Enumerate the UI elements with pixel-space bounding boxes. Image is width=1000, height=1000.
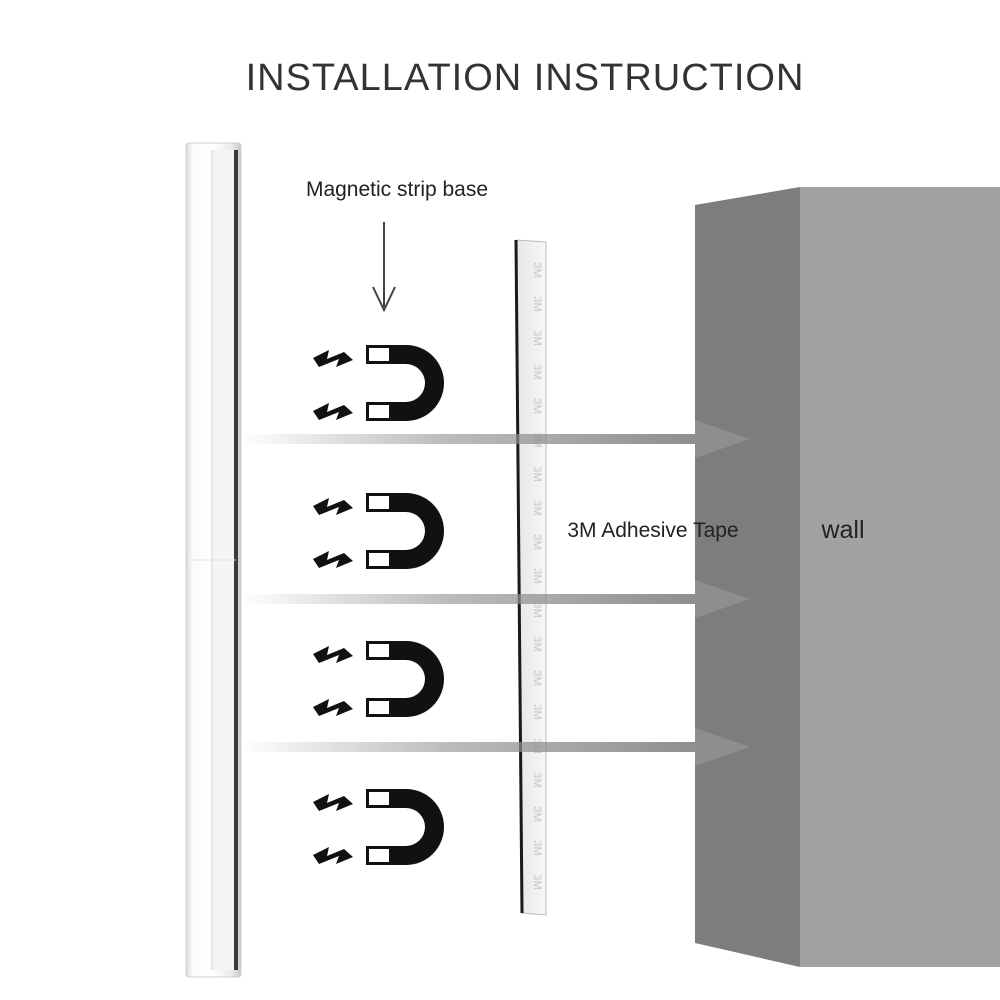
tape-print-mark: 3M bbox=[531, 466, 543, 481]
tape-print-mark: 3M bbox=[531, 500, 543, 515]
zigzag-icon bbox=[313, 350, 353, 367]
tape-print-mark: 3M bbox=[531, 840, 543, 855]
arrow-right-icon bbox=[240, 580, 750, 618]
tape-print-mark: 3M bbox=[531, 874, 543, 889]
tape-print-mark: 3M bbox=[531, 806, 543, 821]
tape-print-mark: 3M bbox=[531, 670, 543, 685]
wall-label: wall bbox=[820, 516, 864, 544]
arrow-right-icon bbox=[240, 728, 750, 766]
tape-print-mark: 3M bbox=[531, 704, 543, 719]
magnetic-strip-base-label: Magnetic strip base bbox=[306, 178, 488, 201]
zigzag-icon bbox=[313, 794, 353, 811]
page-title: INSTALLATION INSTRUCTION bbox=[246, 57, 805, 99]
magnet-icon bbox=[366, 641, 444, 717]
tape-print-mark: 3M bbox=[531, 534, 543, 549]
zigzag-icon bbox=[313, 551, 353, 568]
zigzag-icon bbox=[313, 498, 353, 515]
tape-print-mark: 3M bbox=[531, 398, 543, 413]
tape-print-mark: 3M bbox=[531, 636, 543, 651]
zigzag-icon bbox=[313, 699, 353, 716]
zigzag-icon bbox=[313, 847, 353, 864]
tape-print-mark: 3M bbox=[531, 602, 543, 617]
tape-print-mark: 3M bbox=[531, 772, 543, 787]
magnet-icon bbox=[366, 789, 444, 865]
adhesive-tape-icon: 3M3M3M3M3M3M3M3M3M3M3M3M3M3M3M3M3M3M3M bbox=[514, 239, 547, 916]
magnet-group bbox=[313, 345, 444, 421]
magnet-group bbox=[313, 789, 444, 865]
tape-print-mark: 3M bbox=[531, 330, 543, 345]
tape-print-mark: 3M bbox=[531, 568, 543, 583]
tape-print-mark: 3M bbox=[531, 296, 543, 311]
magnet-group bbox=[313, 493, 444, 569]
down-arrow-icon bbox=[372, 222, 396, 313]
tape-print-mark: 3M bbox=[531, 262, 543, 277]
adhesive-tape-label: 3M Adhesive Tape bbox=[567, 519, 738, 542]
wall-block-icon bbox=[695, 187, 1000, 967]
magnet-icon bbox=[366, 493, 444, 569]
magnet-group bbox=[313, 641, 444, 717]
zigzag-icon bbox=[313, 403, 353, 420]
arrow-right-icon bbox=[240, 420, 750, 458]
light-bar-icon bbox=[185, 142, 242, 978]
magnet-icon bbox=[366, 345, 444, 421]
tape-print-mark: 3M bbox=[531, 364, 543, 379]
zigzag-icon bbox=[313, 646, 353, 663]
